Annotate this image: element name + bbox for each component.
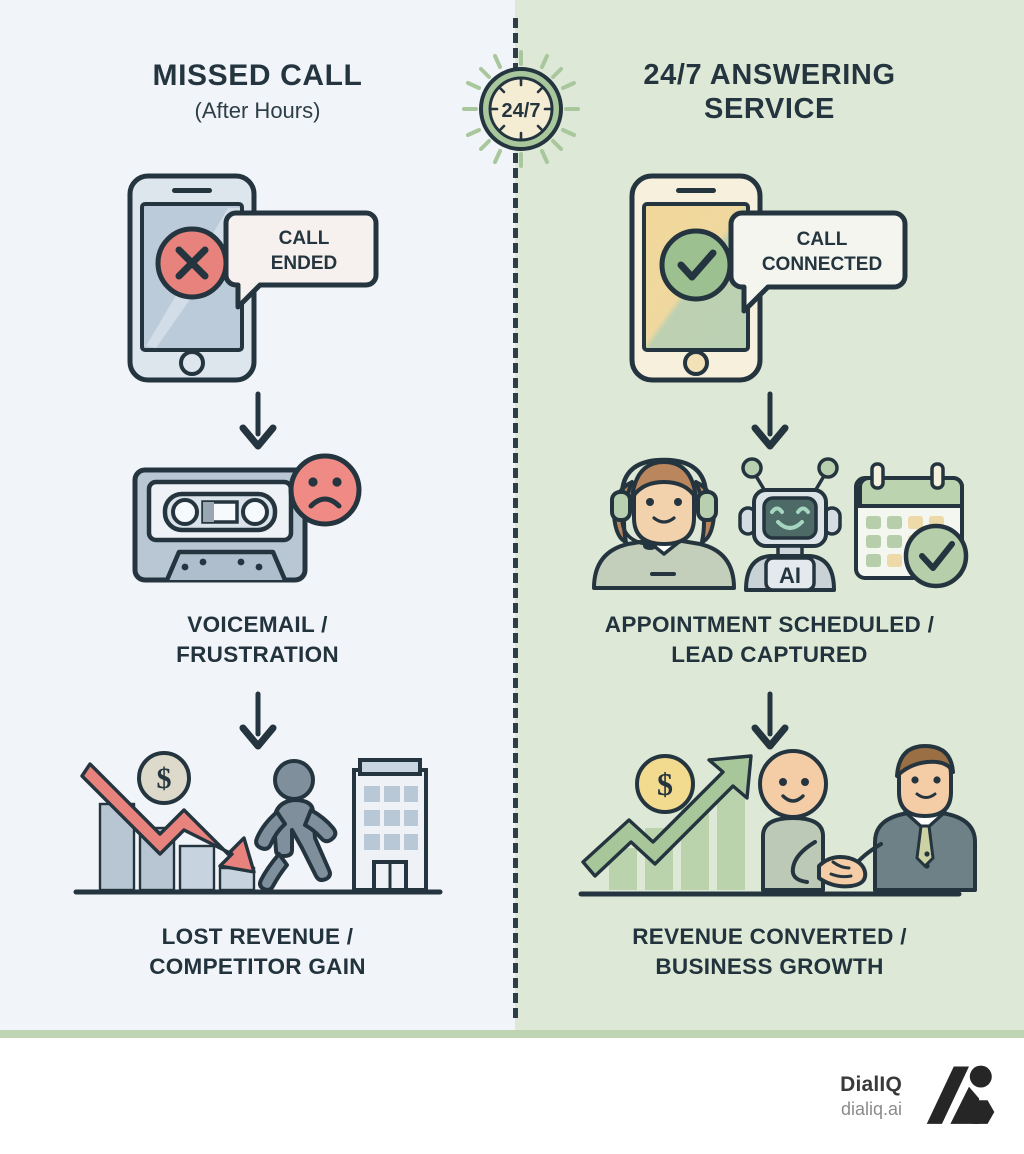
handshake-icon [757,744,977,892]
office-building-icon [351,758,428,892]
smartphone-call-connected-art: CALL CONNECTED [515,168,1024,388]
right-stage-appointment-label: APPOINTMENT SCHEDULED / LEAD CAPTURED [515,610,1024,671]
smartphone-icon: CALL CONNECTED [629,173,907,383]
clock-badge: 24/7 [462,50,580,168]
arrow-down-icon [239,391,276,450]
appointment-icons-art: AI [515,452,1024,592]
bubble-line1: CALL [278,228,329,249]
arrow-down-icon [751,691,788,750]
label-line-2: COMPETITOR GAIN [149,954,366,980]
lost-revenue-art: $ [0,742,515,910]
right-stage-appointment: AI [515,452,1024,671]
label-line-1: REVENUE CONVERTED / [632,924,907,949]
cassette-sad-art [0,452,515,592]
walking-person-icon [253,759,337,892]
label-line-1: VOICEMAIL / [187,612,328,637]
left-arrow-1 [0,391,515,452]
bubble-line2: CONNECTED [761,254,881,275]
right-panel-answering-service: 24/7 ANSWERING SERVICE [515,0,1024,1030]
left-stage-voicemail: VOICEMAIL / FRUSTRATION [0,452,515,671]
label-line-2: BUSINESS GROWTH [655,954,884,980]
dollar-coin-icon: $ [634,754,695,814]
declining-chart-icon [79,762,256,892]
rising-chart-icon [580,754,753,890]
ai-robot-icon: AI [737,457,842,592]
left-stage-lost-revenue: $ [0,742,515,983]
infographic-body: MISSED CALL (After Hours) [0,0,1024,1030]
cassette-tape-icon [132,453,361,583]
left-panel-missed-call: MISSED CALL (After Hours) [0,0,515,1030]
left-panel-title: MISSED CALL [152,59,363,92]
revenue-growth-art: $ [515,742,1024,910]
svg-text:$: $ [657,766,673,802]
right-arrow-1 [515,391,1024,452]
right-stage-phone: CALL CONNECTED [515,168,1024,388]
clock-icon: 24/7 [462,50,580,168]
left-stage-voicemail-label: VOICEMAIL / FRUSTRATION [0,610,515,671]
svg-text:$: $ [156,762,171,795]
dialiq-logo-icon [926,1065,995,1124]
smartphone-icon: CALL ENDED [127,173,378,383]
calendar-check-icon [853,462,968,589]
panel-divider [513,18,518,1018]
footer-brand-bar: DialIQ dialiq.ai [0,1038,1024,1154]
right-arrow-2 [515,691,1024,752]
left-arrow-2 [0,691,515,752]
headset-agent-icon [591,457,736,590]
right-panel-title: 24/7 ANSWERING SERVICE [643,59,896,126]
robot-label: AI [779,563,801,588]
label-line-2: FRUSTRATION [176,642,339,668]
check-circle-icon [659,228,732,302]
left-stage-phone: CALL ENDED [0,168,515,388]
smartphone-call-ended-art: CALL ENDED [0,168,515,388]
brand-url[interactable]: dialiq.ai [840,1098,902,1119]
label-line-1: APPOINTMENT SCHEDULED / [604,612,935,637]
right-stage-revenue: $ [515,742,1024,983]
bottom-accent-strip [0,1030,1024,1038]
arrow-down-icon [239,691,276,750]
right-stage-revenue-label: REVENUE CONVERTED / BUSINESS GROWTH [515,922,1024,983]
call-connected-bubble: CALL CONNECTED [728,210,907,314]
dollar-coin-icon: $ [136,751,191,805]
brand-name: DialIQ [840,1072,902,1096]
clock-badge-text: 24/7 [502,100,541,122]
bubble-line2: ENDED [270,253,337,274]
sad-face-icon [288,453,361,527]
x-circle-icon [155,226,228,300]
left-panel-subtitle: (After Hours) [194,98,321,123]
left-stage-lost-revenue-label: LOST REVENUE / COMPETITOR GAIN [0,922,515,983]
bubble-line1: CALL [796,229,847,250]
brand-text-block: DialIQ dialiq.ai [840,1072,902,1121]
call-ended-bubble: CALL ENDED [223,210,378,310]
label-line-1: LOST REVENUE / [161,924,354,949]
label-line-2: LEAD CAPTURED [671,642,868,668]
arrow-down-icon [751,391,788,450]
